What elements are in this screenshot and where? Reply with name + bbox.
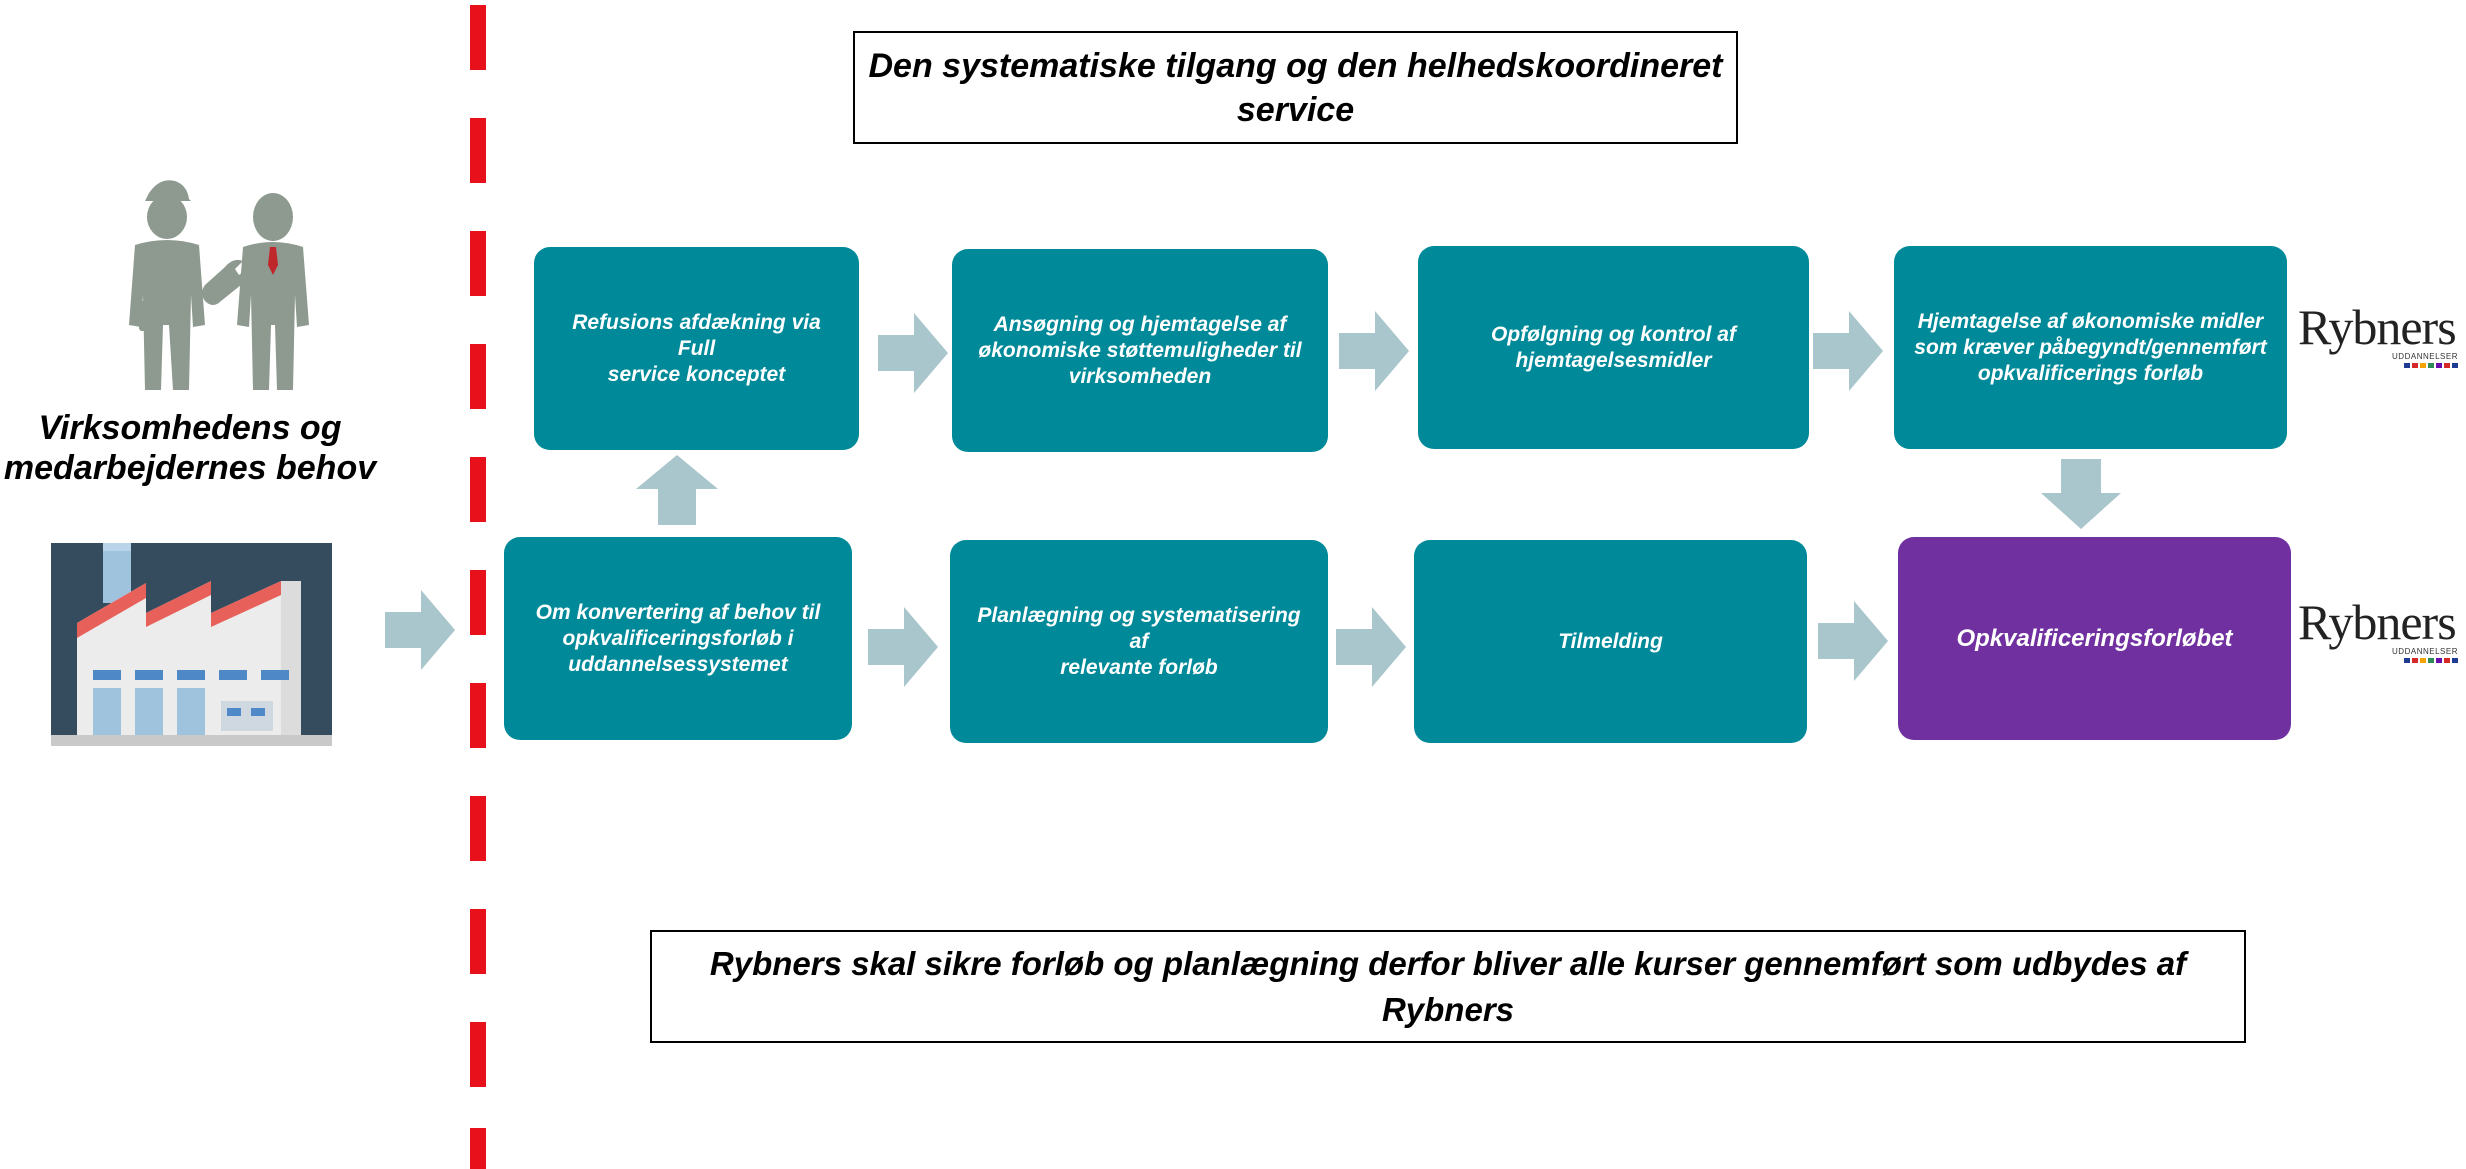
divider-dash xyxy=(470,796,486,861)
arrow-right-icon xyxy=(1339,311,1409,391)
logo-stripe xyxy=(2444,658,2450,663)
logo-color-stripes xyxy=(2298,658,2458,663)
divider-dash xyxy=(470,1022,486,1087)
divider-dash xyxy=(470,118,486,183)
divider-dash xyxy=(470,457,486,522)
logo-stripe xyxy=(2412,658,2418,663)
step-opfoelgning-kontrol: Opfølgning og kontrol af hjemtagelsesmid… xyxy=(1418,246,1809,449)
rybners-logo-bottom: Rybners UDDANNELSER xyxy=(2298,597,2458,663)
logo-wordmark: Rybners xyxy=(2298,299,2457,355)
divider-dash xyxy=(470,231,486,296)
step-ansoegning-hjemtagelse: Ansøgning og hjemtagelse af økonomiske s… xyxy=(952,249,1328,452)
step-om-konvertering: Om konvertering af behov til opkvalifice… xyxy=(504,537,852,740)
logo-subtitle: UDDANNELSER xyxy=(2392,647,2458,656)
arrow-right-icon xyxy=(1818,601,1888,681)
divider-dash xyxy=(470,5,486,70)
needs-caption: Virksomhedens og medarbejdernes behov xyxy=(3,409,377,487)
divider-dash xyxy=(470,344,486,409)
factory-icon xyxy=(51,543,332,746)
logo-stripe xyxy=(2404,363,2410,368)
divider-dash xyxy=(470,570,486,635)
arrow-right-icon xyxy=(385,590,455,670)
arrow-right-icon xyxy=(878,313,948,393)
arrow-right-icon xyxy=(1813,311,1883,391)
logo-stripe xyxy=(2436,658,2442,663)
logo-stripe xyxy=(2420,658,2426,663)
divider-dash xyxy=(470,909,486,974)
arrow-up-icon xyxy=(636,455,718,525)
footer-note: Rybners skal sikre forløb og planlægning… xyxy=(709,944,2187,1028)
divider-dash xyxy=(470,1128,486,1169)
logo-color-stripes xyxy=(2298,363,2458,368)
step-opkvalificeringsforloebet: Opkvalificeringsforløbet xyxy=(1898,537,2291,740)
rybners-logo-top: Rybners UDDANNELSER xyxy=(2298,302,2458,368)
step-hjemtagelse-midler: Hjemtagelse af økonomiske midler som kræ… xyxy=(1894,246,2287,449)
logo-wordmark: Rybners xyxy=(2298,594,2457,650)
logo-stripe xyxy=(2452,658,2458,663)
logo-stripe xyxy=(2452,363,2458,368)
step-tilmelding: Tilmelding xyxy=(1414,540,1807,743)
logo-stripe xyxy=(2404,658,2410,663)
header-title: Den systematiske tilgang og den helhedsk… xyxy=(868,46,1723,129)
step-planlaegning: Planlægning og systematisering af releva… xyxy=(950,540,1328,743)
arrow-down-icon xyxy=(2041,459,2121,529)
logo-subtitle: UDDANNELSER xyxy=(2392,352,2458,361)
worker-and-businessman-icon xyxy=(105,175,315,395)
arrow-right-icon xyxy=(1336,607,1406,687)
footer-note-box: Rybners skal sikre forløb og planlægning… xyxy=(650,930,2246,1043)
step-refusion-afdaekning: Refusions afdækning via Full service kon… xyxy=(534,247,859,450)
header-title-box: Den systematiske tilgang og den helhedsk… xyxy=(853,31,1738,144)
logo-stripe xyxy=(2420,363,2426,368)
logo-stripe xyxy=(2436,363,2442,368)
logo-stripe xyxy=(2412,363,2418,368)
arrow-right-icon xyxy=(868,607,938,687)
logo-stripe xyxy=(2444,363,2450,368)
logo-stripe xyxy=(2428,363,2434,368)
logo-stripe xyxy=(2428,658,2434,663)
divider-dash xyxy=(470,683,486,748)
